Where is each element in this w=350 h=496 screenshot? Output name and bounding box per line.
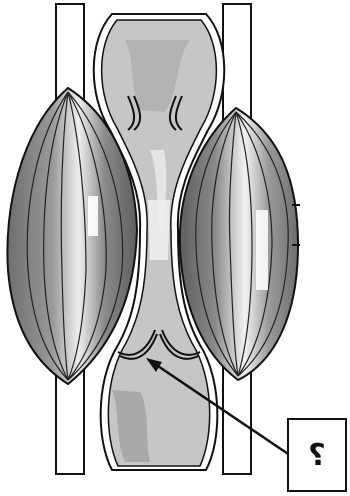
question-label-box: ؟	[287, 418, 347, 492]
lumen-narrow-white	[148, 200, 170, 260]
left-muscle-glare	[88, 196, 98, 236]
question-mark-label: ؟	[308, 438, 325, 473]
right-muscle-glare	[256, 210, 268, 290]
